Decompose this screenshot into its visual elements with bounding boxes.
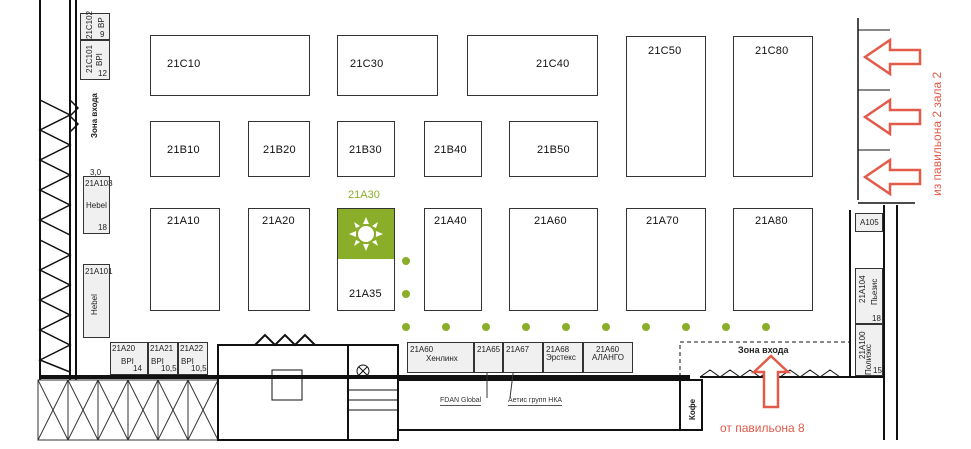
booth-label: 21A68 bbox=[546, 345, 570, 354]
booth-21A30[interactable]: 21A35 bbox=[337, 208, 395, 311]
booth-company: BPI bbox=[181, 357, 194, 366]
booth-label: 21A22 bbox=[180, 344, 204, 353]
booth-number: 12 bbox=[98, 69, 107, 78]
kofe-label: Кофе bbox=[688, 398, 697, 420]
booth-label: 21A103 bbox=[85, 179, 113, 188]
booth-company: BPI bbox=[151, 357, 164, 366]
booth-number: 18 bbox=[872, 314, 881, 323]
booth-label: 21C101 bbox=[85, 44, 94, 73]
booth-company: Пьезис bbox=[870, 278, 879, 305]
booth-21A40[interactable]: 21A40 bbox=[424, 208, 482, 311]
booth-label: 21A35 bbox=[349, 288, 382, 300]
booth-number: 15 bbox=[873, 366, 882, 375]
booth-21A60-bottom[interactable]: 21A60 Хенлинх bbox=[407, 342, 474, 373]
booth-label: 21C40 bbox=[536, 58, 570, 70]
booth-number: 14 bbox=[133, 364, 142, 373]
booth-21A21[interactable]: 21A21 BPI 10,5 bbox=[148, 342, 178, 375]
booth-highlight bbox=[338, 209, 394, 259]
booth-21C50[interactable]: 21C50 bbox=[626, 36, 706, 177]
callout-fdan-global: FDAN Global bbox=[440, 397, 482, 406]
booth-21B40[interactable]: 21B40 bbox=[424, 121, 482, 177]
booth-label: 21A20 bbox=[262, 215, 295, 227]
booth-company: Хенлинх bbox=[426, 354, 458, 363]
booth-21B10[interactable]: 21B10 bbox=[150, 121, 220, 177]
booth-label: 21A60 bbox=[410, 345, 434, 354]
booth-label: A105 bbox=[860, 218, 879, 227]
booth-label: 21C50 bbox=[648, 45, 682, 57]
booth-label: 21C30 bbox=[350, 58, 384, 70]
arrow-icon bbox=[750, 37, 922, 409]
booth-company: BP bbox=[97, 17, 106, 28]
entrance-zone-bottom: Зона входа bbox=[738, 345, 789, 355]
booth-21C10[interactable]: 21C10 bbox=[150, 35, 310, 96]
booth-label: 21A65 bbox=[477, 345, 501, 354]
booth-21B30[interactable]: 21B30 bbox=[337, 121, 395, 177]
booth-company: Полиэкс bbox=[864, 344, 873, 375]
booth-company: BPI bbox=[95, 53, 104, 66]
booth-21A103[interactable]: 21A103 Hebel 18 bbox=[83, 176, 113, 234]
booth-label: 21B30 bbox=[349, 144, 382, 156]
booth-21B20[interactable]: 21B20 bbox=[248, 121, 310, 177]
booth-label: 21B20 bbox=[263, 144, 296, 156]
booth-21A67[interactable]: 21A67 bbox=[503, 342, 543, 373]
booth-21A100[interactable]: 21A100 Полиэкс 15 bbox=[855, 324, 883, 376]
booth-21A22[interactable]: 21A22 BPI 10,5 bbox=[178, 342, 208, 375]
booth-21A68[interactable]: 21A68 Эрстекс bbox=[543, 342, 583, 373]
booth-label: 21B50 bbox=[537, 144, 570, 156]
booth-number: 9 bbox=[100, 30, 105, 39]
booth-label: 21C80 bbox=[755, 45, 789, 57]
booth-label: 21A80 bbox=[755, 215, 788, 227]
sun-icon bbox=[349, 217, 383, 251]
booth-21A60[interactable]: 21A60 bbox=[509, 208, 598, 311]
booth-company: BPI bbox=[121, 357, 134, 366]
booth-21A20[interactable]: 21A20 bbox=[248, 208, 310, 311]
booth-number: 18 bbox=[98, 223, 107, 232]
booth-21A10[interactable]: 21A10 bbox=[150, 208, 220, 311]
booth-label: 21A70 bbox=[646, 215, 679, 227]
entrance-zone-label: Зона входа bbox=[90, 93, 99, 138]
booth-21B50[interactable]: 21B50 bbox=[509, 121, 598, 177]
booth-label: 21A67 bbox=[506, 345, 530, 354]
booth-label: 21B10 bbox=[167, 144, 200, 156]
booth-label: 21A21 bbox=[150, 344, 174, 353]
booth-label: 21A60 bbox=[534, 215, 567, 227]
booth-A105[interactable]: A105 bbox=[855, 213, 883, 232]
booth-21C101[interactable]: 21C101 BPI 12 bbox=[80, 40, 110, 80]
booth-21A70[interactable]: 21A70 bbox=[626, 208, 706, 311]
booth-label: 21C102 bbox=[85, 10, 94, 39]
booth-company: Hebel bbox=[90, 294, 99, 315]
from-pavilion-8-label: от павильона 8 bbox=[720, 421, 805, 435]
booth-label: 21A20 bbox=[112, 344, 136, 353]
booth-company: АЛАНГО bbox=[592, 353, 624, 362]
booth-21A20-small[interactable]: 21A20 BPI 14 bbox=[110, 342, 148, 375]
booth-label: 21C10 bbox=[167, 58, 201, 70]
booth-number: 10,5 bbox=[161, 364, 177, 373]
booth-21A104[interactable]: 21A104 Пьезис 18 bbox=[855, 268, 883, 324]
booth-label: 21B40 bbox=[434, 144, 467, 156]
booth-21A103-top: 3,0 bbox=[90, 168, 102, 177]
from-pavilion-2-label: из павильона 2 зала 2 bbox=[930, 71, 944, 196]
booth-21C30[interactable]: 21C30 bbox=[337, 35, 438, 96]
callout-aetis: Аетис групп НКА bbox=[508, 397, 563, 406]
booth-number: 10,5 bbox=[191, 364, 207, 373]
booth-label: 21A10 bbox=[167, 215, 200, 227]
booth-21C102[interactable]: 21C102 BP 9 bbox=[80, 10, 110, 40]
booth-21A30-label: 21A30 bbox=[348, 189, 380, 201]
booth-21C40[interactable]: 21C40 bbox=[467, 35, 598, 96]
booth-label: 21A101 bbox=[85, 267, 113, 276]
booth-21C80[interactable]: 21C80 bbox=[733, 36, 813, 177]
booth-21A80[interactable]: 21A80 bbox=[733, 208, 813, 311]
booth-21A101[interactable]: 21A101 Hebel bbox=[83, 264, 113, 338]
booth-21A60-alango[interactable]: 21A60 АЛАНГО bbox=[583, 342, 633, 373]
booth-company: Эрстекс bbox=[546, 353, 576, 362]
booth-21A65[interactable]: 21A65 bbox=[474, 342, 503, 373]
booth-label: 21A60 bbox=[596, 345, 620, 354]
booth-company: Hebel bbox=[86, 201, 107, 210]
booth-label: 21A104 bbox=[858, 275, 867, 303]
booth-label: 21A40 bbox=[434, 215, 467, 227]
